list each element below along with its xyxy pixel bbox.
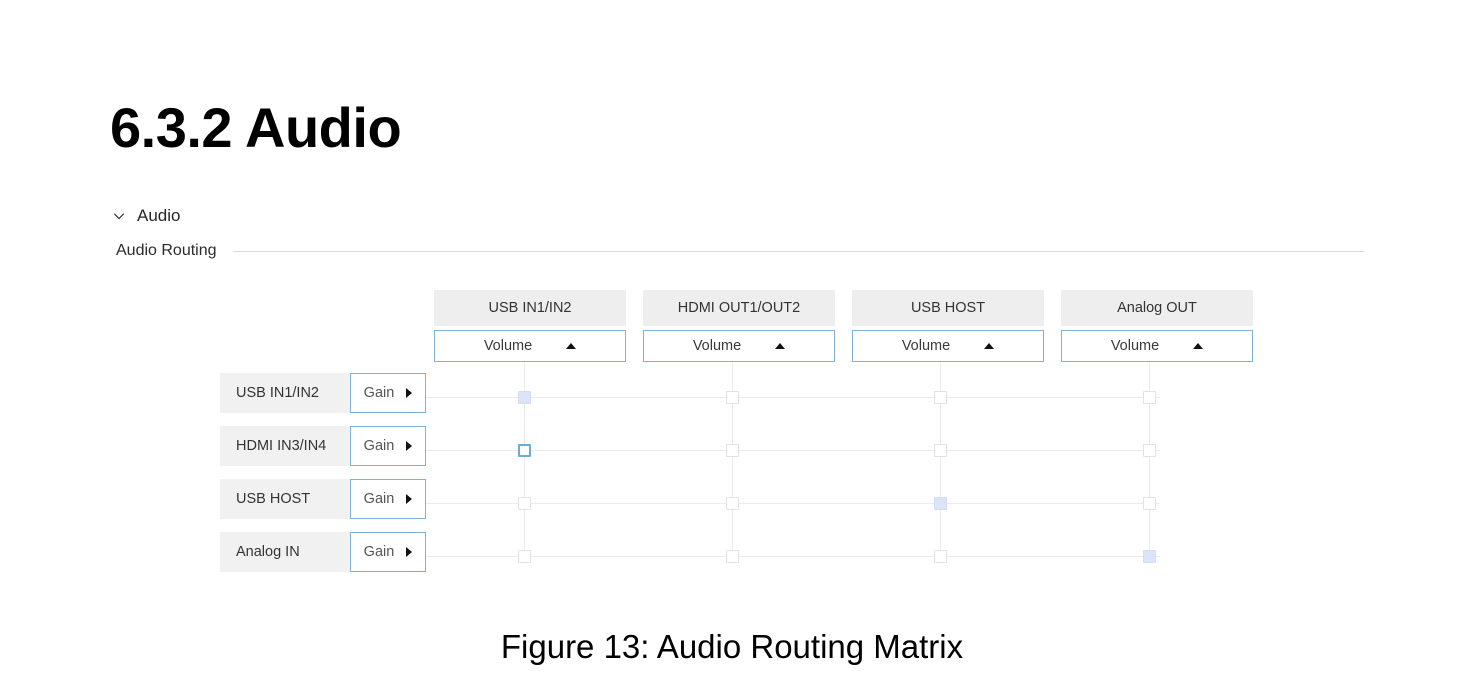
routing-checkbox[interactable] [518,444,531,457]
row-header-label: USB HOST [220,479,350,519]
audio-accordion-label: Audio [137,206,181,225]
caret-right-icon[interactable] [406,441,413,451]
caret-right-icon[interactable] [406,494,413,504]
routing-checkbox[interactable] [726,391,739,404]
row-gain-button[interactable]: Gain [350,426,426,466]
routing-checkbox[interactable] [934,391,947,404]
page-title: 6.3.2 Audio [110,96,402,159]
row-header-label: HDMI IN3/IN4 [220,426,350,466]
column-header-label: USB HOST [852,290,1044,326]
audio-routing-group-header: Audio Routing [116,242,1364,260]
chevron-down-icon[interactable] [112,209,126,223]
column-header-label: HDMI OUT1/OUT2 [643,290,835,326]
column-volume-dropdown[interactable]: Volume [1061,330,1253,362]
column-header-label: USB IN1/IN2 [434,290,626,326]
matrix-row-2: HDMI IN3/IN4 Gain [220,426,426,466]
figure-caption: Figure 13: Audio Routing Matrix [500,628,964,665]
column-volume-dropdown[interactable]: Volume [643,330,835,362]
routing-checkbox[interactable] [934,550,947,563]
gain-button-label: Gain [363,491,395,507]
routing-checkbox[interactable] [726,550,739,563]
grid-vline [732,358,733,558]
audio-routing-label: Audio Routing [116,242,217,259]
volume-dropdown-label: Volume [901,338,951,354]
routing-checkbox[interactable] [518,391,531,404]
routing-checkbox[interactable] [934,444,947,457]
grid-vline [524,358,525,558]
matrix-row-4: Analog IN Gain [220,532,426,572]
column-volume-dropdown[interactable]: Volume [852,330,1044,362]
volume-dropdown-label: Volume [1110,338,1160,354]
audio-accordion-header[interactable]: Audio [112,206,180,226]
caret-up-icon[interactable] [1193,343,1204,349]
routing-checkbox[interactable] [934,497,947,510]
routing-checkbox[interactable] [726,497,739,510]
matrix-column-3: USB HOST Volume [852,290,1044,362]
row-header-label: USB IN1/IN2 [220,373,350,413]
routing-checkbox[interactable] [726,444,739,457]
group-header-divider [232,250,1364,252]
routing-checkbox[interactable] [1143,550,1156,563]
grid-vline [940,358,941,558]
routing-checkbox[interactable] [518,550,531,563]
matrix-column-4: Analog OUT Volume [1061,290,1253,362]
caret-up-icon[interactable] [984,343,995,349]
gain-button-label: Gain [363,544,395,560]
row-gain-button[interactable]: Gain [350,532,426,572]
caret-right-icon[interactable] [406,547,413,557]
caret-up-icon[interactable] [775,343,786,349]
volume-dropdown-label: Volume [692,338,742,354]
column-volume-dropdown[interactable]: Volume [434,330,626,362]
column-header-label: Analog OUT [1061,290,1253,326]
row-gain-button[interactable]: Gain [350,373,426,413]
matrix-row-1: USB IN1/IN2 Gain [220,373,426,413]
row-header-label: Analog IN [220,532,350,572]
grid-vline [1149,358,1150,558]
routing-checkbox[interactable] [1143,444,1156,457]
routing-checkbox[interactable] [1143,497,1156,510]
volume-dropdown-label: Volume [483,338,533,354]
row-gain-button[interactable]: Gain [350,479,426,519]
routing-checkbox[interactable] [1143,391,1156,404]
caret-right-icon[interactable] [406,388,413,398]
matrix-row-3: USB HOST Gain [220,479,426,519]
gain-button-label: Gain [363,385,395,401]
caret-up-icon[interactable] [566,343,577,349]
gain-button-label: Gain [363,438,395,454]
routing-checkbox[interactable] [518,497,531,510]
